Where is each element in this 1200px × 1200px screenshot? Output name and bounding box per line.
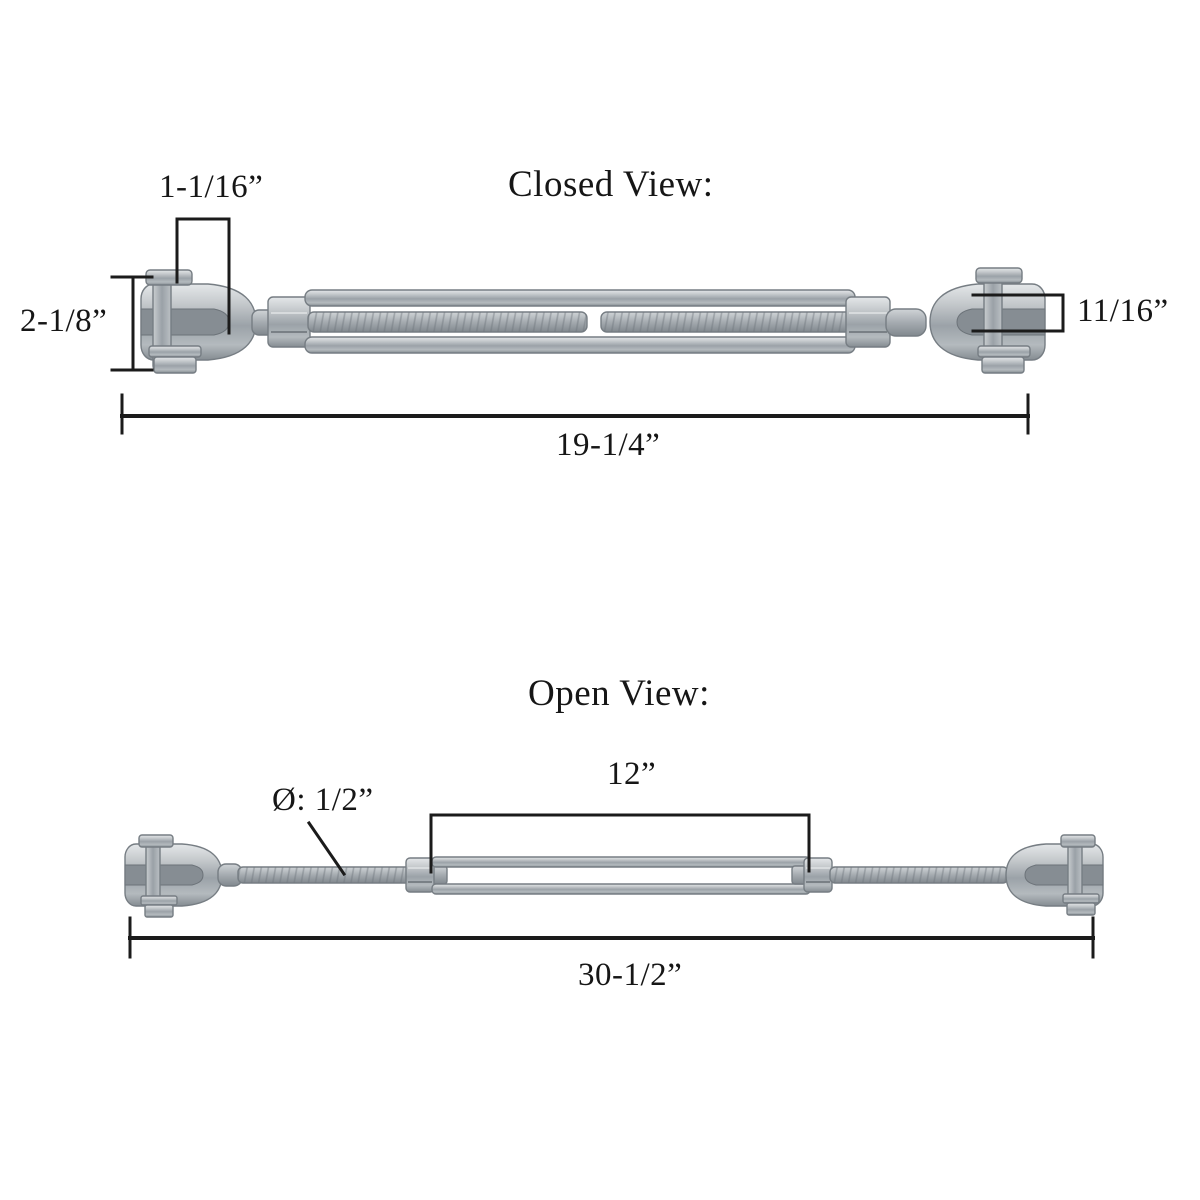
open-left-pin-head (138, 834, 174, 848)
open-body-top-rail (431, 856, 811, 868)
open-view-title: Open View: (528, 673, 710, 714)
open-right-threaded-rod (829, 866, 1009, 884)
closed-left-hex-nut (267, 296, 311, 348)
open-view-drawing (124, 834, 1104, 918)
open-right-pin-head (1060, 834, 1096, 848)
closed-threaded-rods (307, 311, 853, 333)
open-left-body-nut (405, 857, 435, 893)
open-right-washer (1062, 893, 1100, 904)
open-body-length-label: 12” (607, 756, 657, 792)
open-view-dimension-lines (128, 813, 1095, 959)
dim-leader-diameter (306, 820, 347, 877)
open-left-threaded-rod (237, 866, 415, 884)
dim-line-jaw-height (110, 275, 154, 372)
closed-left-nut (153, 356, 197, 374)
closed-right-washer (977, 345, 1031, 358)
closed-jaw-height-label: 2-1/8” (20, 303, 108, 339)
closed-body-bottom-rail (304, 336, 856, 354)
closed-left-washer (148, 345, 202, 358)
open-diameter-label: Ø: 1/2” (272, 782, 374, 818)
closed-overall-length-label: 19-1/4” (556, 427, 661, 463)
closed-body-top-rail (304, 289, 856, 307)
closed-pin-gap-label: 11/16” (1077, 293, 1169, 329)
open-right-nut (1066, 902, 1096, 916)
closed-jaw-width-label: 1-1/16” (159, 169, 264, 205)
closed-right-pin-head (975, 267, 1023, 284)
dim-bracket-body-length (429, 813, 811, 874)
closed-view-dimension-lines (110, 217, 1065, 435)
dim-ticks-closed-overall (120, 393, 1030, 435)
open-overall-length-label: 30-1/2” (578, 957, 683, 993)
dim-ticks-open-overall (128, 916, 1095, 959)
open-left-washer (140, 895, 178, 906)
dim-bracket-jaw-width (175, 217, 231, 335)
open-left-rod-end (432, 865, 448, 885)
closed-view-drawing (140, 267, 1046, 374)
closed-right-hex-nut (845, 296, 891, 348)
open-left-nut (144, 904, 174, 918)
closed-right-neck (885, 308, 927, 337)
closed-view-title: Closed View: (508, 164, 714, 205)
closed-right-nut (981, 356, 1025, 374)
open-right-jaw-slot (1024, 864, 1104, 886)
open-left-jaw-slot (124, 864, 204, 886)
open-body-bottom-rail (431, 883, 811, 895)
dim-bracket-pin-gap (971, 293, 1065, 333)
